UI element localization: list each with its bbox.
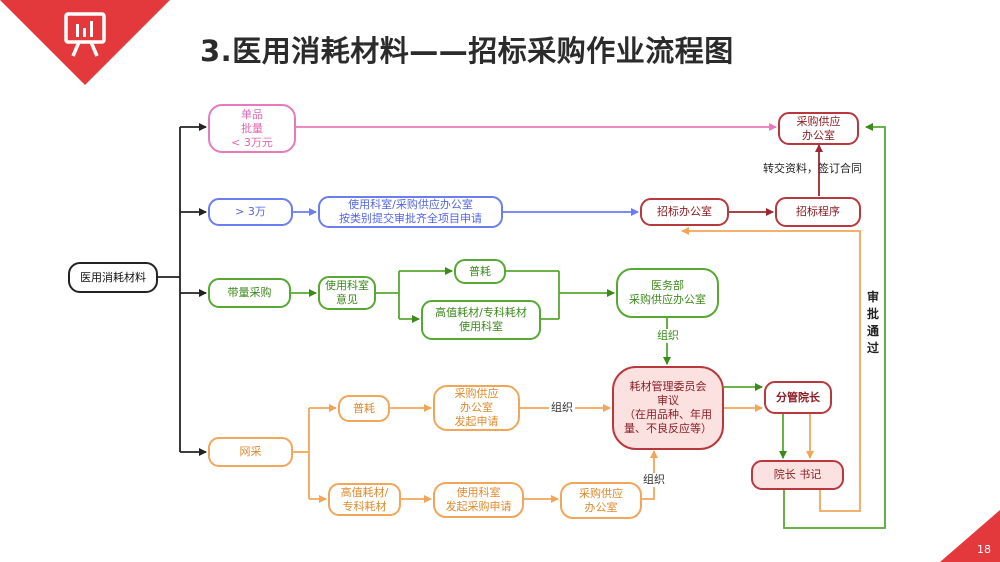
label-organize-bottom: 组织 [641,473,667,487]
node-purchase-apply: 采购供应 办公室 发起申请 [433,385,520,431]
node-common-green: 普耗 [454,259,506,284]
label-organize-green: 组织 [656,329,680,343]
page-number-corner [940,510,1000,562]
red-connectors [729,144,823,216]
node-purchase-office-orange: 采购供应 办公室 [560,482,642,519]
node-dept-opinion: 使用科室 意见 [318,276,376,310]
presentation-logo [0,0,170,85]
node-single-batch: 单品 批量 < 3万元 [208,104,296,153]
node-online: 网采 [208,437,293,467]
node-purchase-office-top: 采购供应 办公室 [778,112,859,145]
node-over-3w: > 3万 [208,198,293,226]
node-dept-apply: 使用科室/采购供应办公室 按类别提交审批齐全项目申请 [318,196,503,228]
node-committee: 耗材管理委员会 审议 （在用品种、年用 量、不良反应等） [612,366,724,450]
page-title: 3.医用消耗材料——招标采购作业流程图 [200,34,734,68]
presentation-board-icon [64,12,106,57]
node-president-secretary: 院长 书记 [751,460,844,490]
page-number: 18 [977,543,991,556]
node-vice-president: 分管院长 [764,381,832,414]
label-transfer-contract: 转交资料，签订合同 [763,162,862,175]
node-high-value-green: 高值耗材/专科耗材 使用科室 [421,300,541,340]
node-high-value-orange: 高值耗材/ 专科耗材 [328,483,401,516]
node-common-orange: 普耗 [338,395,390,422]
node-dept-purchase-apply: 使用科室 发起采购申请 [433,482,524,518]
orange-connectors [293,227,861,512]
node-medical-dept: 医务部 采购供应办公室 [616,268,719,318]
label-approved: 审批通过 [866,290,879,355]
black-branch-connectors [158,123,207,456]
label-organize-top: 组织 [549,401,575,415]
node-bid-procedure: 招标程序 [775,197,861,227]
node-bid-office: 招标办公室 [640,198,729,226]
green-connectors [291,123,886,529]
node-volume-purchase: 带量采购 [208,278,291,308]
node-medical-consumables: 医用消耗材料 [68,262,158,293]
